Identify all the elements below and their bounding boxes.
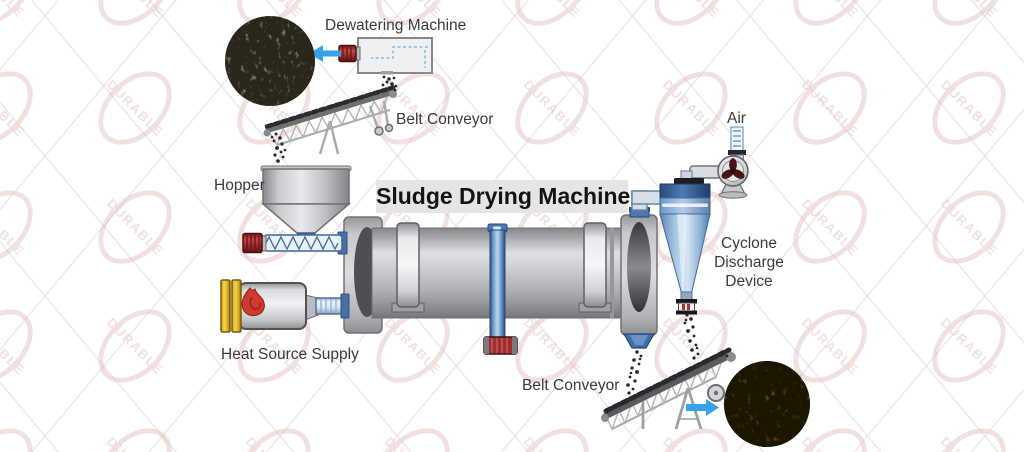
wet-sludge-photo bbox=[225, 16, 315, 106]
drive-unit bbox=[483, 223, 518, 355]
flame-icon bbox=[241, 287, 265, 317]
air-pipe bbox=[728, 126, 746, 160]
rotary-drum bbox=[343, 214, 658, 355]
dried-product-arrow-icon bbox=[686, 399, 719, 416]
dried-sludge-photo bbox=[724, 361, 810, 447]
falling-material bbox=[270, 75, 729, 395]
belt-conveyor-bottom bbox=[601, 347, 736, 431]
fan-blades-icon bbox=[721, 158, 745, 179]
fan-blower bbox=[717, 126, 749, 199]
belt-conveyor-top bbox=[263, 85, 397, 155]
screw-feeder bbox=[242, 231, 348, 255]
hopper bbox=[260, 165, 352, 243]
wet-sludge-arrow-icon bbox=[309, 45, 341, 62]
discharge-valve bbox=[676, 299, 697, 315]
cyclone-separator bbox=[659, 165, 721, 315]
dewatering-machine bbox=[338, 37, 433, 75]
heat-source-supply bbox=[220, 279, 350, 333]
